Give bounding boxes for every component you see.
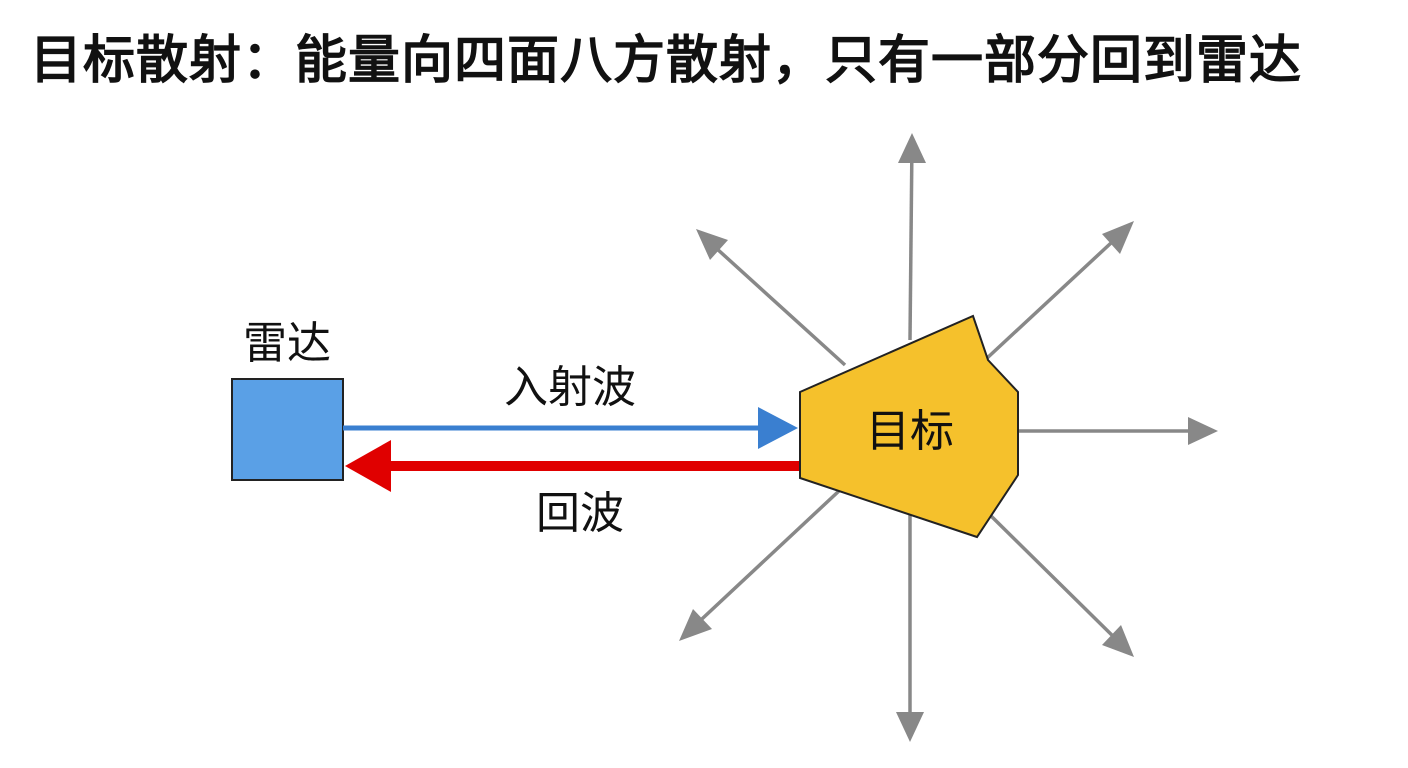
radar-label: 雷达	[243, 318, 331, 369]
scatter-arrows	[679, 133, 1218, 742]
echo-wave-arrowhead	[345, 440, 391, 492]
scatter-arrowhead-down	[896, 712, 924, 742]
scatter-arrow-lower-right	[983, 508, 1127, 650]
echo-wave-label: 回波	[536, 488, 624, 539]
target-label: 目标	[866, 406, 954, 457]
scatter-arrow-up	[908, 139, 914, 341]
incident-wave-label: 入射波	[504, 362, 636, 413]
scatter-arrowhead-lower-right	[1102, 625, 1134, 657]
scatter-arrow-upper-left	[703, 236, 847, 367]
scatter-arrowhead-upper-left	[696, 229, 728, 260]
scatter-arrowhead-upper-right	[1102, 221, 1134, 254]
radar-box	[231, 378, 344, 481]
scatter-arrow-lower-left	[686, 488, 842, 634]
incident-wave-arrowhead	[758, 407, 798, 449]
page-title: 目标散射：能量向四面八方散射，只有一部分回到雷达	[30, 31, 1303, 91]
scatter-arrowhead-up	[898, 133, 926, 163]
scatter-arrow-upper-right	[983, 228, 1127, 362]
scatter-arrowhead-right	[1188, 417, 1218, 445]
target-shape	[799, 314, 1019, 539]
scatter-arrowhead-lower-left	[679, 609, 712, 641]
